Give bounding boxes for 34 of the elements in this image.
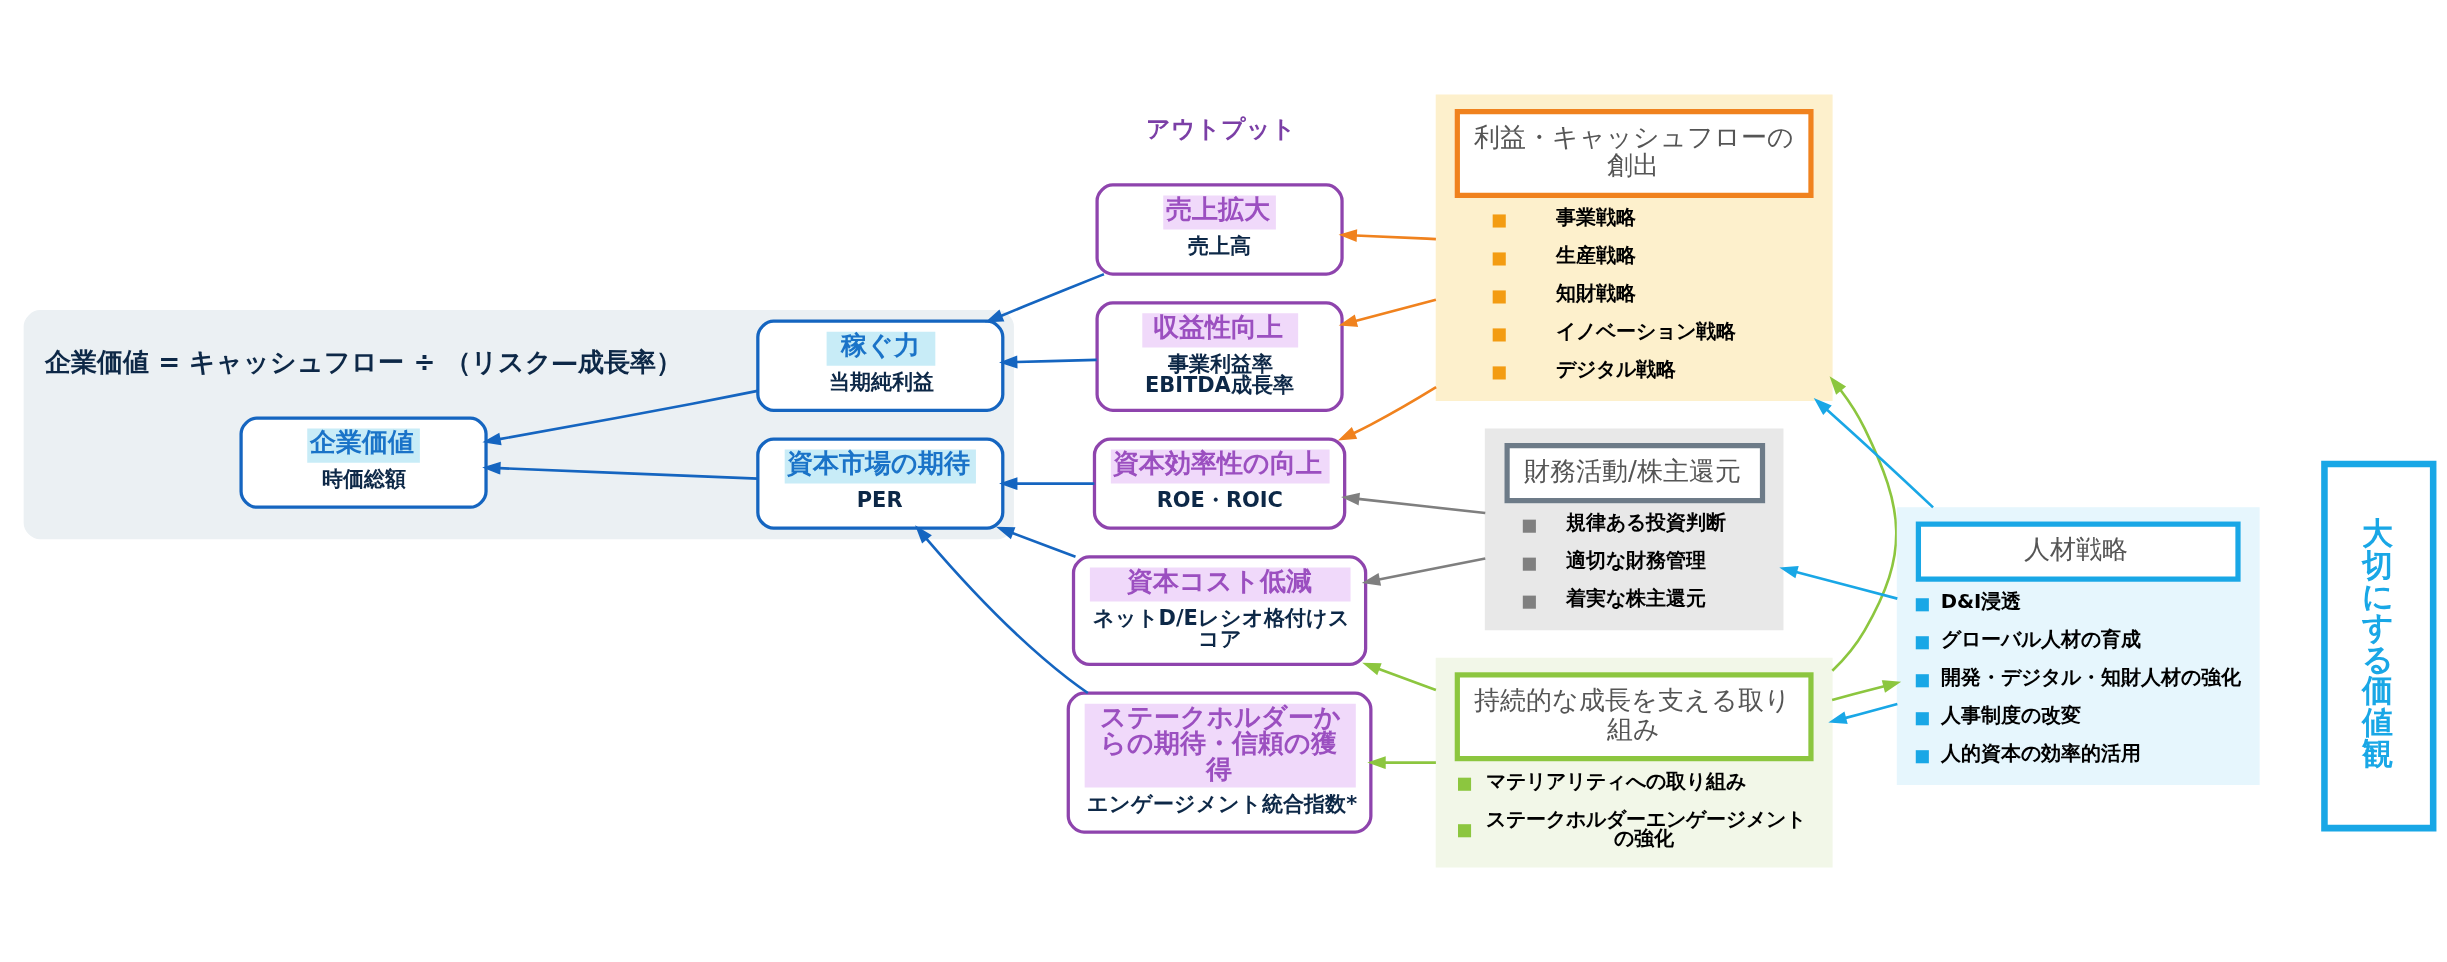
arrow	[1341, 492, 1486, 515]
arrow	[1779, 565, 1898, 600]
label: アウトプット	[1145, 115, 1296, 144]
node-box: 資本効率性の向上 ROE・ROIC	[1092, 437, 1347, 530]
arrow	[1813, 398, 1934, 509]
node-box: 利益・キャッシュフローの創出 事業戦略 生産戦略 知財戦略 イノベーション戦略 デジタル戦略	[1435, 94, 1833, 402]
node-box: 人材戦略 D&I浸透 グローバル人材の育成 開発・デジタル・知財人材の強化 人事制度の改変 人的資本の効率的活用	[1896, 507, 2260, 785]
arrow	[482, 389, 758, 446]
arrow	[1829, 376, 1898, 672]
node-box: ステークホルダーからの期待・信頼の獲得 エンゲージメント統合指数*	[1066, 691, 1373, 834]
node-box: 持続的な成長を支える取り組み マテリアリティへの取り組み ステークホルダーエンゲージメントの強化	[1435, 657, 1833, 868]
arrow	[482, 461, 758, 480]
node-box: 売上拡大 売上高	[1095, 183, 1344, 276]
arrow	[1828, 702, 1898, 725]
arrow	[1338, 229, 1436, 242]
node-box: 収益性向上 事業利益率 EBITDA成長率	[1095, 301, 1344, 412]
arrow	[1361, 557, 1486, 586]
arrow	[984, 272, 1105, 323]
arrow	[995, 526, 1076, 558]
node-box: 資本市場の期待 PER	[756, 437, 1005, 530]
arrow	[1367, 756, 1436, 770]
arrow	[1337, 386, 1437, 441]
arrow	[999, 355, 1097, 369]
node-box: 大切にする価値観	[2321, 460, 2437, 832]
label: 企業価値 = キャッシュフロー ÷ （リスク—成長率）	[45, 346, 682, 377]
node-box: 企業価値 時価総額	[239, 416, 488, 509]
arrow	[1362, 662, 1437, 692]
arrow	[999, 477, 1095, 491]
arrow	[1338, 298, 1437, 327]
arrow	[915, 525, 1089, 695]
node-box: 資本コスト低減 ネットD/Eレシオ格付けスコア	[1071, 555, 1368, 666]
arrow	[1831, 680, 1902, 702]
node-box: 稼ぐ力 当期純利益	[756, 319, 1005, 412]
node-box: 財務活動/株主還元 規律ある投資判断 適切な財務管理 着実な株主還元	[1484, 428, 1784, 631]
